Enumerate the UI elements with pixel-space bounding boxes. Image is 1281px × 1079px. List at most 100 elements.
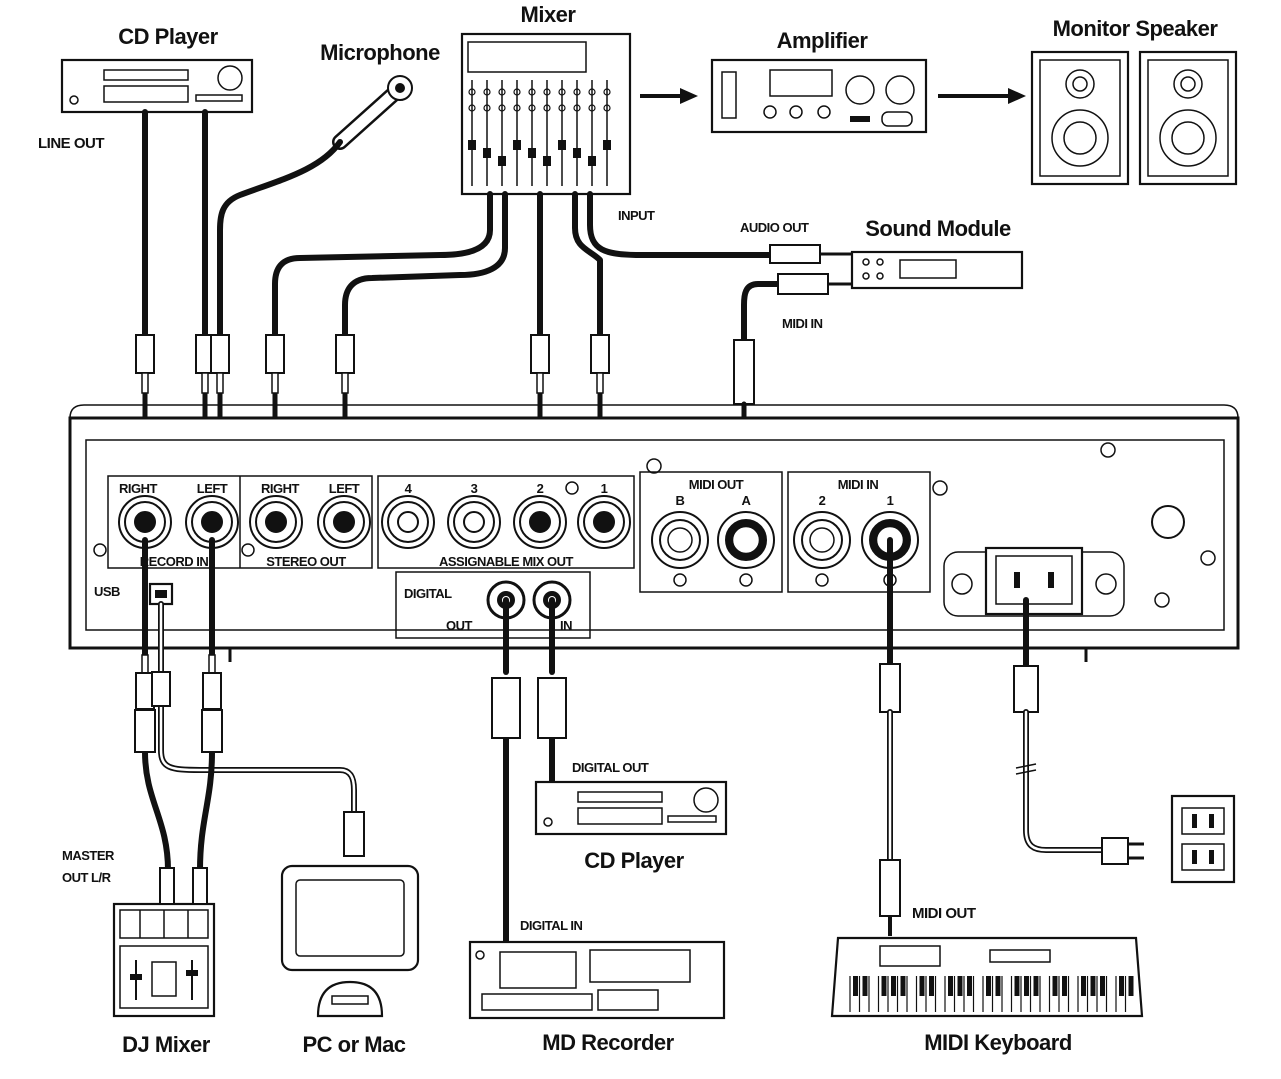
keyboard-black-key [967,976,972,996]
phone-plug-icon [530,334,550,394]
phone-jack-icon [249,495,303,549]
power-cable [1013,597,1144,865]
mixer-channel-strip [498,80,506,186]
mixer-channel-strip [588,80,596,186]
amplifier-device [710,58,928,134]
wall-outlet [1170,794,1236,884]
cable-digital-in [537,597,567,785]
midi-in-panel-label: MIDI IN [838,477,879,492]
keyboard-black-key [891,976,896,996]
stereo-out-right-label: RIGHT [261,481,300,496]
mixer-channel-strip [528,80,536,186]
digital-in-panel-label: IN [560,618,572,633]
digital-label: DIGITAL [404,586,452,601]
midi-in-1-label: 1 [887,493,894,508]
keyboard-black-key [1014,976,1020,996]
cd-player-top [60,58,254,114]
monitor-speaker-left [1030,50,1130,186]
cable-digital-out [491,597,521,951]
signal-arrow-icon [640,88,698,104]
midi-keyboard-device [830,936,1144,1018]
sound-module-label: Sound Module [865,216,1011,241]
input-label: INPUT [618,208,655,223]
stereo-out-label: STEREO OUT [266,554,346,569]
phone-jack-icon [118,495,172,549]
phone-jack-icon [513,495,567,549]
dj-mixer-label: DJ Mixer [122,1032,211,1057]
midi-din-jack-icon [717,511,775,587]
mix-out-4-label: 4 [405,481,413,496]
master-out-label-1: MASTER [62,848,115,863]
keyboard-black-key [862,976,868,996]
phone-plug-icon [265,334,285,394]
usb-label: USB [94,584,120,599]
microphone-label: Microphone [320,40,440,65]
phone-plug-icon [135,334,155,394]
cable-audio-out [587,191,852,264]
phone-jack-icon [577,495,631,549]
phone-plug-icon [335,334,355,394]
keyboard-black-key [1090,976,1096,996]
pc-label: PC or Mac [302,1032,405,1057]
digital-out-cd-label: DIGITAL OUT [572,760,649,775]
stereo-out-left-label: LEFT [329,481,360,496]
keyboard-black-key [1024,976,1029,996]
record-in-right-label: RIGHT [119,481,158,496]
keyboard-black-key [995,976,1001,996]
keyboard-black-key [881,976,887,996]
microphone-icon [332,75,413,150]
phone-jack-icon [447,495,501,549]
phone-plug-icon [135,654,155,710]
midi-in-module-label: MIDI IN [782,316,823,331]
phone-plug-icon [202,654,222,710]
mixer-device [460,32,632,196]
line-out-label: LINE OUT [38,135,104,152]
midi-out-panel-label: MIDI OUT [689,477,744,492]
mixer-channel-strip [513,80,521,186]
keyboard-black-key [1128,976,1134,996]
pc-monitor-icon [280,864,420,1018]
usb-plug-icon [151,671,171,707]
phone-jack-icon [381,495,435,549]
mix-out-2-label: 2 [537,481,544,496]
cable-record-in-right [134,537,171,873]
keyboard-black-key [1119,976,1124,996]
mixer-channel-strip [603,80,611,186]
keyboard-black-key [900,976,906,996]
phone-jack-icon [317,495,371,549]
screw-icon [93,442,1216,608]
digital-in-md-label: DIGITAL IN [520,918,583,933]
keyboard-black-key [1052,976,1058,996]
midi-din-jack-icon [651,511,709,587]
ground-screw-icon [1151,505,1185,539]
mixer-channel-strip [543,80,551,186]
keyboard-black-key [1081,976,1086,996]
keyboard-black-key [929,976,934,996]
monitor-speaker-right [1138,50,1238,186]
phone-plug-icon [210,334,230,394]
dj-mixer-plugs [159,867,208,905]
keyboard-black-key [1033,976,1039,996]
digital-out-panel-label: OUT [446,618,473,633]
assignable-mix-out-label: ASSIGNABLE MIX OUT [439,554,574,569]
midi-din-jack-icon [793,511,851,587]
audio-out-label: AUDIO OUT [740,220,809,235]
mix-out-1-label: 1 [601,481,608,496]
mixer-channel-strip [483,80,491,186]
dj-mixer-device [112,902,216,1018]
mixer-channel-strip [468,80,476,186]
cable-usb-pc [158,601,365,857]
mix-out-3-label: 3 [471,481,478,496]
cable-record-in-left [197,537,223,873]
amplifier-label: Amplifier [777,28,869,53]
keyboard-black-key [948,976,953,996]
cd-player-bottom [534,780,728,836]
md-recorder-device [468,940,726,1020]
midi-out-keyboard-label: MIDI OUT [912,905,976,922]
cable-midi-keyboard [879,537,901,936]
record-in-left-label: LEFT [197,481,228,496]
signal-arrow-icon [938,88,1026,104]
mixer-channel-strip [573,80,581,186]
cd-player-bottom-label: CD Player [584,848,684,873]
